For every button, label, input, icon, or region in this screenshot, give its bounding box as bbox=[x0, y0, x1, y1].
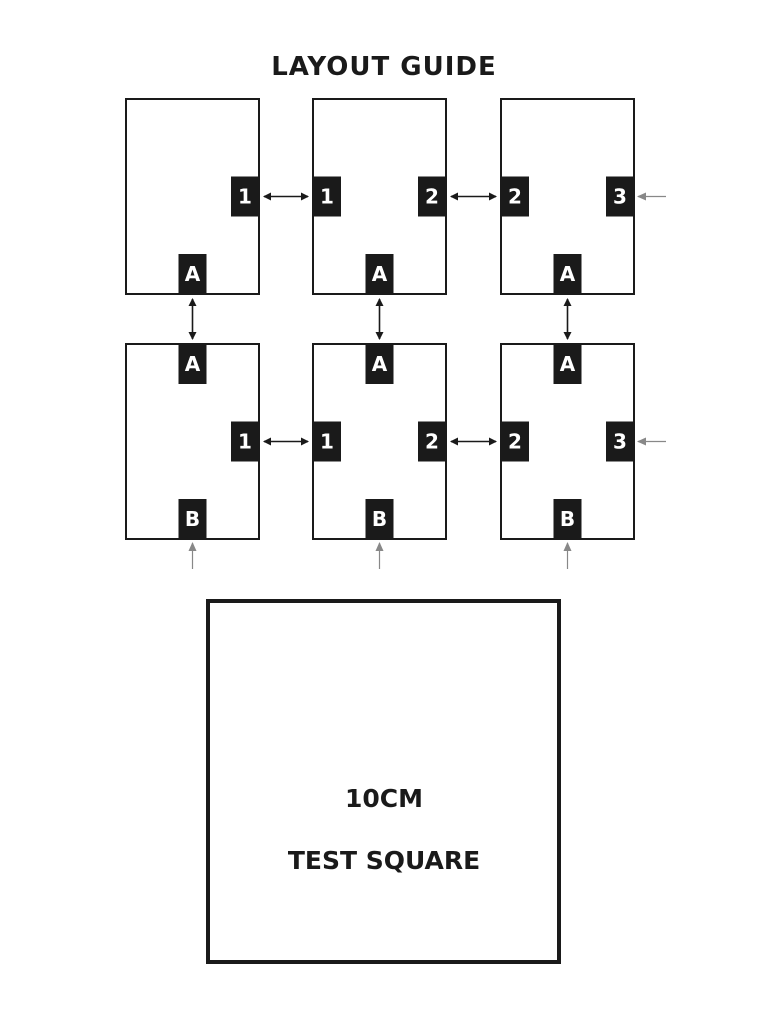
tab-bottom: B bbox=[553, 499, 582, 539]
tab-right-text: 3 bbox=[613, 430, 627, 454]
tab-right: 2 bbox=[418, 421, 446, 462]
panel-r1c1: A1 bbox=[125, 98, 260, 295]
tab-top: A bbox=[553, 344, 582, 384]
tab-left-text: 2 bbox=[508, 185, 522, 209]
tab-right: 1 bbox=[231, 176, 259, 217]
tab-bottom: B bbox=[178, 499, 207, 539]
panel-r2c1: A B 1 bbox=[125, 343, 260, 540]
tab-left: 2 bbox=[501, 176, 529, 217]
tab-top: A bbox=[365, 344, 394, 384]
tab-top: A bbox=[178, 344, 207, 384]
tab-right: 3 bbox=[606, 421, 634, 462]
panel-r2c2: A B 1 2 bbox=[312, 343, 447, 540]
tab-right: 3 bbox=[606, 176, 634, 217]
tab-bottom-text: B bbox=[560, 507, 575, 531]
tab-right-text: 2 bbox=[425, 430, 439, 454]
tab-top-text: A bbox=[560, 352, 576, 376]
test-square bbox=[206, 599, 561, 964]
tab-right: 1 bbox=[231, 421, 259, 462]
tab-bottom-text: A bbox=[560, 262, 576, 286]
panel-r1c3: A 2 3 bbox=[500, 98, 635, 295]
tab-bottom-text: A bbox=[372, 262, 388, 286]
test-square-label: 10CM TEST SQUARE bbox=[208, 752, 560, 907]
tab-left: 1 bbox=[313, 176, 341, 217]
panel-r2c3: A B 2 3 bbox=[500, 343, 635, 540]
tab-bottom-text: B bbox=[372, 507, 387, 531]
tab-bottom: A bbox=[553, 254, 582, 294]
tab-right-text: 1 bbox=[238, 185, 252, 209]
tab-right-text: 3 bbox=[613, 185, 627, 209]
tab-bottom-text: B bbox=[185, 507, 200, 531]
tab-left-text: 2 bbox=[508, 430, 522, 454]
connector-arrows bbox=[188, 192, 666, 569]
tab-right: 2 bbox=[418, 176, 446, 217]
tab-bottom: A bbox=[365, 254, 394, 294]
tab-bottom-text: A bbox=[185, 262, 201, 286]
test-square-caption: TEST SQUARE bbox=[287, 846, 481, 875]
tab-right-text: 1 bbox=[238, 430, 252, 454]
panel-r1c2: A 1 2 bbox=[312, 98, 447, 295]
tab-left-text: 1 bbox=[320, 185, 334, 209]
tab-right-text: 2 bbox=[425, 185, 439, 209]
tab-bottom: A bbox=[178, 254, 207, 294]
tab-top-text: A bbox=[372, 352, 388, 376]
page-title: LAYOUT GUIDE bbox=[271, 52, 497, 82]
tab-left-text: 1 bbox=[320, 430, 334, 454]
tab-left: 2 bbox=[501, 421, 529, 462]
tab-bottom: B bbox=[365, 499, 394, 539]
test-square-size: 10CM bbox=[344, 784, 423, 813]
tab-left: 1 bbox=[313, 421, 341, 462]
tab-top-text: A bbox=[185, 352, 201, 376]
